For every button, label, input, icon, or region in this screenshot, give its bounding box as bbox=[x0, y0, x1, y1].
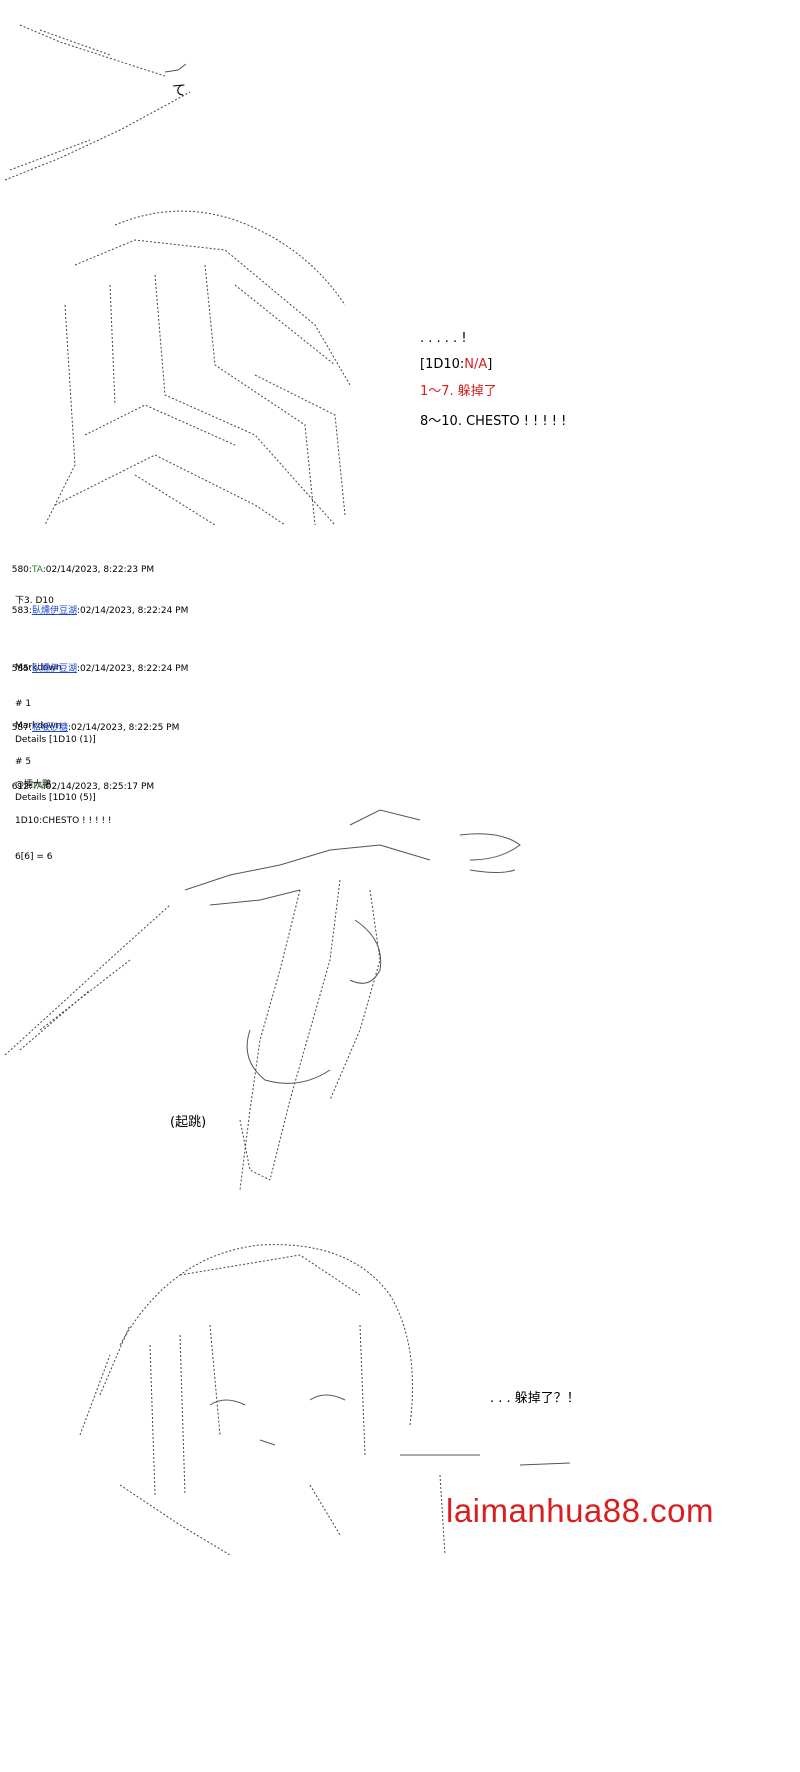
post-587: 587:松坂砂糖:02/14/2023, 8:22:25 PM @擂大鵬 1D1… bbox=[11, 723, 180, 862]
watermark-text: laimanhua88.com bbox=[446, 1492, 714, 1529]
panel3-caption: (起跳) bbox=[170, 1115, 207, 1130]
panel2-line-0: . . . . . ! bbox=[420, 331, 467, 346]
dice-post: ] bbox=[487, 357, 493, 372]
panel2-character-art bbox=[15, 205, 370, 535]
panel3-jump-art bbox=[0, 800, 560, 1210]
panel2-dice-line: [1D10:N/A] bbox=[420, 358, 492, 371]
post-612: 612:TA:02/14/2023, 8:25:17 PM bbox=[11, 782, 155, 792]
panel2-option-chesto: 8～10. CHESTO ! ! ! ! ! bbox=[420, 414, 567, 429]
post-author-link[interactable]: 松坂砂糖 bbox=[31, 723, 68, 733]
dice-pre: [1D10: bbox=[420, 357, 465, 372]
post-580: 580:TA:02/14/2023, 8:22:23 PM 下3. D10 bbox=[11, 565, 155, 606]
dice-result: N/A bbox=[464, 357, 488, 372]
post-585: 585:臥燻伊豆湖:02/14/2023, 8:22:24 PM Markdow… bbox=[11, 664, 189, 803]
post-author-link[interactable]: 臥燻伊豆湖 bbox=[31, 606, 77, 616]
panel2-option-dodge: 1～7. 躲掉了 bbox=[420, 384, 497, 399]
panel4-face-art bbox=[60, 1235, 580, 1555]
post-583: 583:臥燻伊豆湖:02/14/2023, 8:22:24 PM Markdow… bbox=[11, 606, 189, 745]
post-author-link[interactable]: 臥燻伊豆湖 bbox=[31, 664, 77, 674]
panel1-te: て bbox=[172, 83, 186, 99]
panel1-speedlines bbox=[0, 0, 240, 190]
post-author[interactable]: TA bbox=[31, 565, 43, 575]
panel4-speech: . . . 躲掉了？！ bbox=[490, 1391, 580, 1406]
post-author[interactable]: TA bbox=[31, 782, 43, 792]
